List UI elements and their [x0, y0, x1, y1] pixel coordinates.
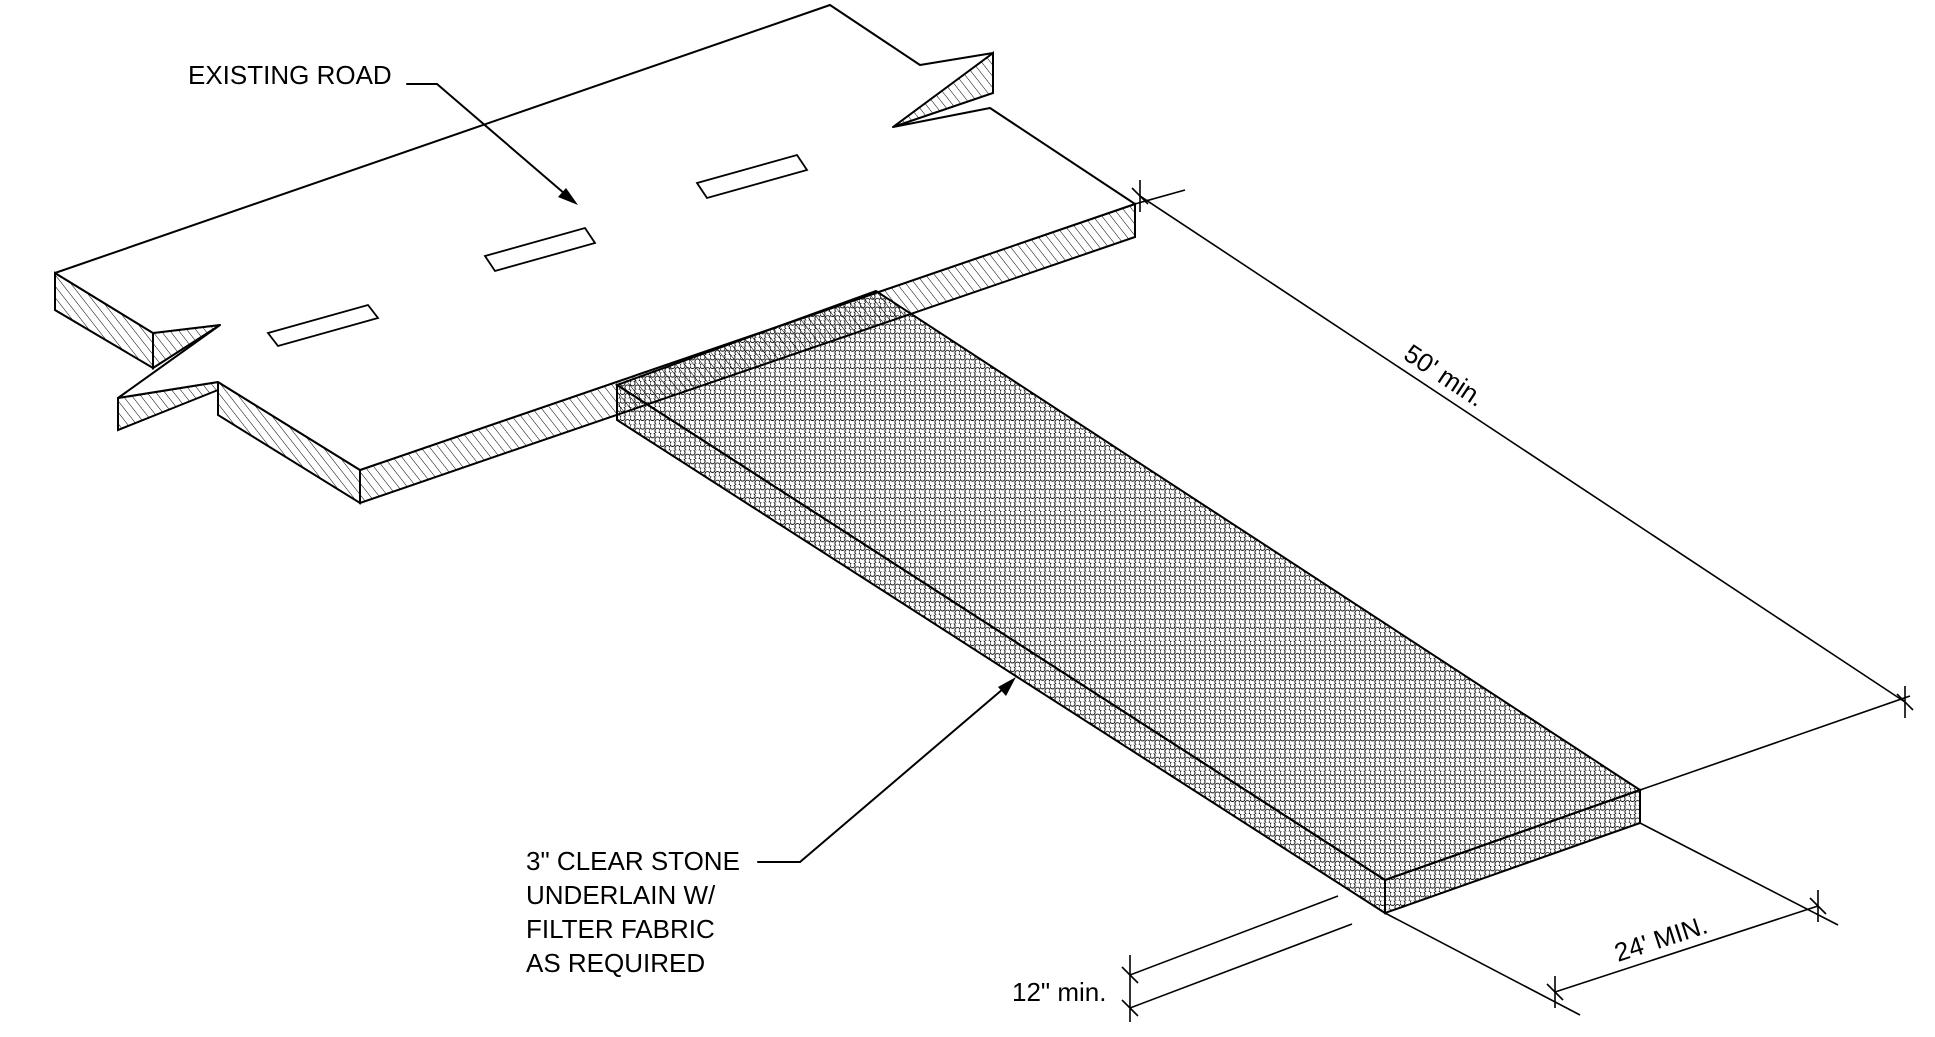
- dimension-width-label: 24' MIN.: [1611, 910, 1712, 968]
- existing-road-label: EXISTING ROAD: [188, 60, 392, 90]
- stone-pad: [614, 289, 1643, 915]
- lane-marking-2: [483, 226, 597, 273]
- lane-marking-3: [695, 153, 809, 200]
- callout-existing-road: EXISTING ROAD: [188, 60, 578, 205]
- stone-label-line-4: AS REQUIRED: [526, 948, 705, 978]
- dimension-depth-label: 12" min.: [1012, 977, 1107, 1007]
- stone-label-line-3: FILTER FABRIC: [526, 914, 715, 944]
- dimension-depth: 12" min.: [1012, 895, 1353, 1022]
- lane-marking-1: [266, 303, 380, 348]
- stone-arrowhead: [998, 677, 1016, 696]
- callout-stone: 3" CLEAR STONE UNDERLAIN W/ FILTER FABRI…: [526, 677, 1016, 978]
- dimension-length-line: [1139, 195, 1906, 703]
- dimension-width-line: [1554, 905, 1819, 993]
- stone-pad-top: [614, 289, 1643, 882]
- stone-label-line-2: UNDERLAIN W/: [526, 880, 716, 910]
- stone-label-line-1: 3" CLEAR STONE: [526, 846, 740, 876]
- existing-road-arrowhead: [558, 188, 578, 205]
